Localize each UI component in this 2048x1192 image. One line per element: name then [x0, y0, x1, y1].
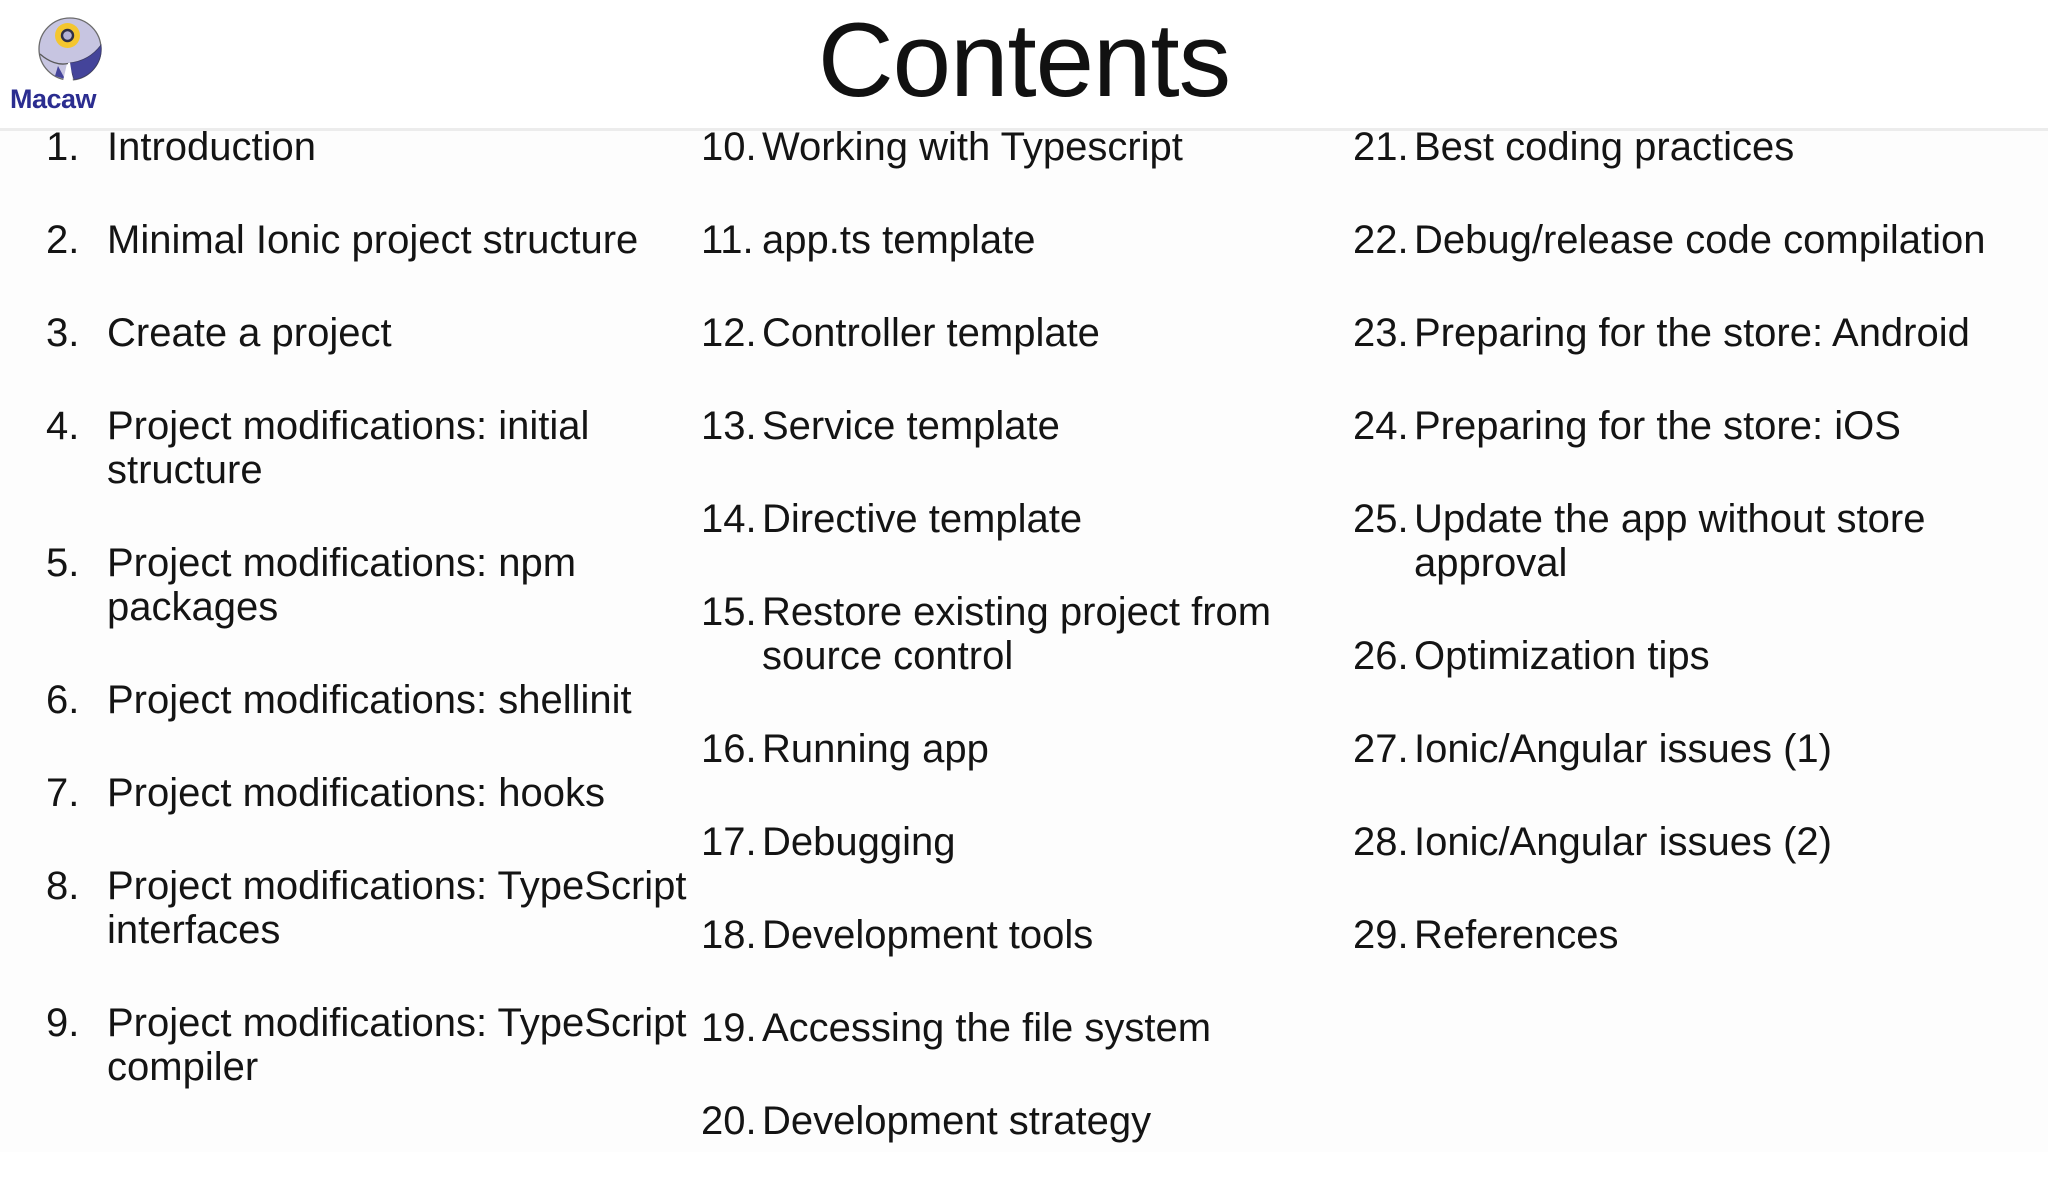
- item-number: 11.: [701, 218, 754, 262]
- item-label: Preparing for the store: Android: [1414, 311, 1970, 355]
- toc-column-1: 1. Introduction 2. Minimal Ionic project st…: [46, 125, 707, 1138]
- slide-content-area: [0, 131, 2048, 1152]
- item-number: 6.: [46, 678, 80, 722]
- item-number: 12.: [701, 311, 757, 355]
- toc-item: 16.Running app: [701, 727, 1362, 771]
- toc-item: 22.Debug/release code compilation: [1353, 218, 2014, 262]
- item-label: Development tools: [762, 913, 1094, 957]
- toc-item: 21.Best coding practices: [1353, 125, 2014, 169]
- item-number: 20.: [701, 1099, 757, 1143]
- toc-item: 12.Controller template: [701, 311, 1362, 355]
- item-label: Development strategy: [762, 1099, 1152, 1143]
- item-number: 1.: [46, 125, 80, 169]
- item-label: Minimal Ionic project structure: [107, 218, 639, 262]
- toc-item: 19.Accessing the file system: [701, 1006, 1362, 1050]
- toc-item: 15.Restore existing project from source …: [701, 590, 1362, 678]
- page-title: Contents: [817, 2, 1231, 119]
- item-label: Update the app without store approval: [1414, 497, 1926, 585]
- item-number: 23.: [1353, 311, 1409, 355]
- item-number: 7.: [46, 771, 80, 815]
- item-label: Debug/release code compilation: [1414, 218, 1986, 262]
- toc-item: 20.Development strategy: [701, 1099, 1362, 1143]
- item-label: Accessing the file system: [762, 1006, 1212, 1050]
- toc-item: 28.Ionic/Angular issues (2): [1353, 820, 2014, 864]
- item-number: 3.: [46, 311, 80, 355]
- toc-item: 6. Project modifications: shellinit: [46, 678, 707, 722]
- item-number: 21.: [1353, 125, 1409, 169]
- item-number: 18.: [701, 913, 757, 957]
- toc-item: 5. Project modifications: npm packages: [46, 541, 707, 629]
- title-divider-line: [0, 128, 2048, 131]
- item-number: 24.: [1353, 404, 1409, 448]
- toc-item: 18.Development tools: [701, 913, 1362, 957]
- item-label: Working with Typescript: [762, 125, 1183, 169]
- toc-item: 26.Optimization tips: [1353, 634, 2014, 678]
- item-number: 4.: [46, 404, 80, 448]
- item-number: 22.: [1353, 218, 1409, 262]
- item-number: 16.: [701, 727, 757, 771]
- item-label: app.ts template: [762, 218, 1036, 262]
- item-label: Service template: [762, 404, 1060, 448]
- toc-item: 23.Preparing for the store: Android: [1353, 311, 2014, 355]
- item-label: Ionic/Angular issues (1): [1414, 727, 1832, 771]
- item-number: 28.: [1353, 820, 1409, 864]
- toc-item: 1. Introduction: [46, 125, 707, 169]
- item-label: Preparing for the store: iOS: [1414, 404, 1901, 448]
- toc-item: 25.Update the app without store approval: [1353, 497, 2014, 585]
- toc-item: 27.Ionic/Angular issues (1): [1353, 727, 2014, 771]
- item-number: 2.: [46, 218, 80, 262]
- item-label: Ionic/Angular issues (2): [1414, 820, 1832, 864]
- item-label: Directive template: [762, 497, 1083, 541]
- item-number: 25.: [1353, 497, 1409, 541]
- item-label: Project modifications: initial structure: [107, 404, 590, 492]
- item-number: 8.: [46, 864, 80, 908]
- toc-item: 14.Directive template: [701, 497, 1362, 541]
- toc-item: 8. Project modifications: TypeScript inte…: [46, 864, 707, 952]
- item-label: Optimization tips: [1414, 634, 1710, 678]
- toc-item: 7. Project modifications: hooks: [46, 771, 707, 815]
- macaw-bird-icon: Macaw: [10, 17, 102, 114]
- item-number: 19.: [701, 1006, 757, 1050]
- item-label: Project modifications: hooks: [107, 771, 606, 815]
- item-number: 5.: [46, 541, 80, 585]
- toc-item: 29.References: [1353, 913, 2014, 957]
- item-number: 14.: [701, 497, 757, 541]
- item-label: Controller template: [762, 311, 1100, 355]
- macaw-logo: Macaw: [8, 4, 138, 116]
- item-number: 9.: [46, 1001, 80, 1045]
- item-label: References: [1414, 913, 1619, 957]
- item-number: 17.: [701, 820, 757, 864]
- item-label: Project modifications: shellinit: [107, 678, 632, 722]
- toc-item: 13.Service template: [701, 404, 1362, 448]
- item-label: Restore existing project from source con…: [762, 590, 1272, 678]
- item-label: Introduction: [107, 125, 317, 169]
- item-label: Best coding practices: [1414, 125, 1795, 169]
- item-number: 29.: [1353, 913, 1409, 957]
- item-label: Create a project: [107, 311, 392, 355]
- toc-column-2: 10.Working with Typescript 11.app.ts temp…: [701, 125, 1362, 1192]
- item-label: Running app: [762, 727, 989, 771]
- brand-wordmark: Macaw: [10, 84, 98, 114]
- item-number: 13.: [701, 404, 757, 448]
- toc-item: 4. Project modifications: initial structu…: [46, 404, 707, 492]
- toc-item: 17.Debugging: [701, 820, 1362, 864]
- toc-item: 9. Project modifications: TypeScript comp…: [46, 1001, 707, 1089]
- toc-item: 3. Create a project: [46, 311, 707, 355]
- item-label: Project modifications: TypeScript compil…: [107, 1001, 687, 1089]
- item-label: Project modifications: TypeScript interf…: [107, 864, 687, 952]
- toc-item: 24.Preparing for the store: iOS: [1353, 404, 2014, 448]
- item-label: Project modifications: npm packages: [107, 541, 577, 629]
- toc-item: 11.app.ts template: [701, 218, 1362, 262]
- item-number: 15.: [701, 590, 757, 634]
- item-number: 27.: [1353, 727, 1409, 771]
- toc-item: 10.Working with Typescript: [701, 125, 1362, 169]
- toc-column-3: 21.Best coding practices 22.Debug/release…: [1353, 125, 2014, 1006]
- item-label: Debugging: [762, 820, 956, 864]
- item-number: 26.: [1353, 634, 1409, 678]
- item-number: 10.: [701, 125, 757, 169]
- toc-item: 2. Minimal Ionic project structure: [46, 218, 707, 262]
